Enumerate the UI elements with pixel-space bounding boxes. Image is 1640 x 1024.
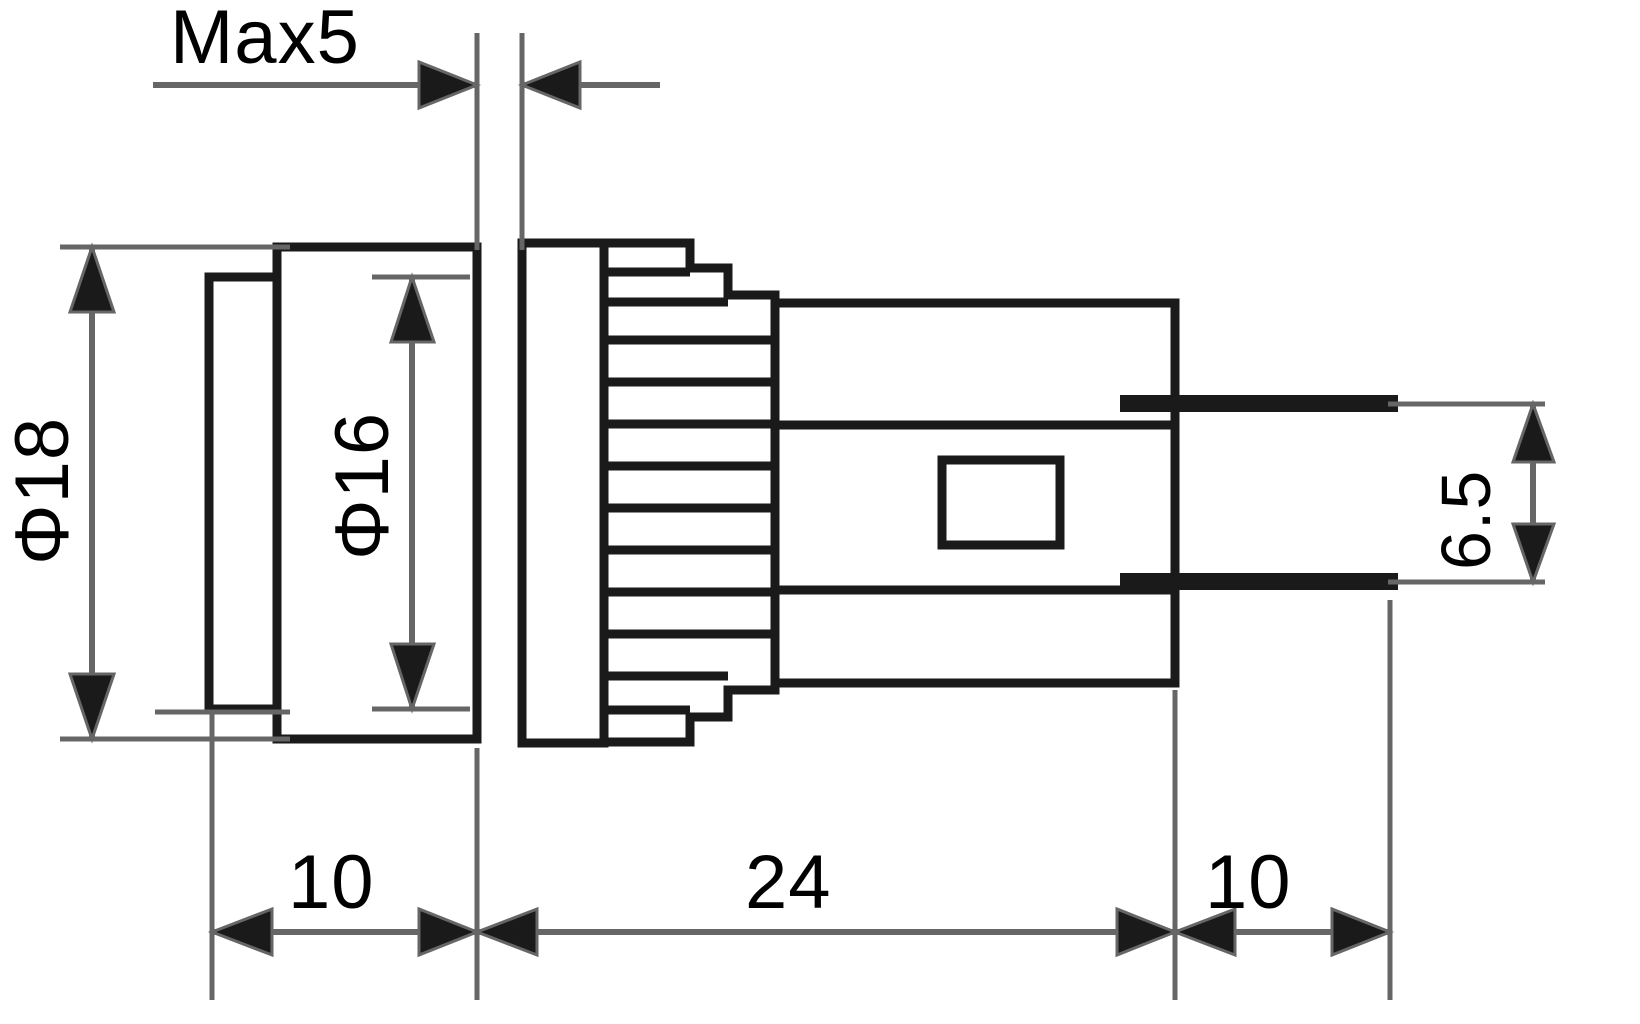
lens-cap	[204, 272, 282, 714]
phi18-arrow-top	[67, 242, 117, 314]
knurl-serrations	[604, 267, 775, 715]
phi18-label: Φ18	[0, 417, 85, 565]
max5-arrow-right	[517, 59, 582, 111]
dimension-phi18: Φ18	[0, 242, 290, 744]
d65-label: 6.5	[1427, 470, 1505, 570]
dim10a-arrow-left	[207, 906, 274, 958]
d65-arrow-bottom	[1510, 522, 1557, 587]
marking-window	[937, 455, 1065, 550]
dimension-phi16: Φ16	[320, 272, 470, 714]
max5-label: Max5	[170, 0, 360, 80]
part-geometry	[204, 238, 1398, 748]
dim10b-arrow-right	[1330, 906, 1395, 958]
knurled-nut-profile	[599, 238, 780, 747]
dim24-label: 24	[745, 840, 832, 925]
knurl-root-block	[517, 238, 609, 748]
phi16-arrow-top	[388, 272, 437, 344]
dim10a-label: 10	[288, 840, 375, 925]
dimension-chain-bottom: 10 24 10	[155, 600, 1395, 1000]
d65-arrow-top	[1510, 399, 1557, 464]
dim10a-arrow-right	[417, 906, 482, 958]
phi16-arrow-bottom	[388, 642, 437, 714]
dim10b-label: 10	[1205, 840, 1292, 925]
phi16-label: Φ16	[320, 412, 405, 560]
phi18-arrow-bottom	[67, 672, 117, 744]
dimension-max5: Max5	[153, 0, 660, 250]
terminal-upper	[1120, 395, 1398, 412]
max5-arrow-left	[417, 59, 482, 111]
dim24-arrow-left	[472, 906, 539, 958]
dim10b-arrow-left	[1170, 906, 1237, 958]
terminal-lower	[1120, 573, 1398, 590]
bezel-ring	[272, 242, 482, 744]
dim24-arrow-right	[1115, 906, 1180, 958]
dimension-6-5: 6.5	[1388, 399, 1557, 587]
housing-body	[770, 298, 1180, 688]
